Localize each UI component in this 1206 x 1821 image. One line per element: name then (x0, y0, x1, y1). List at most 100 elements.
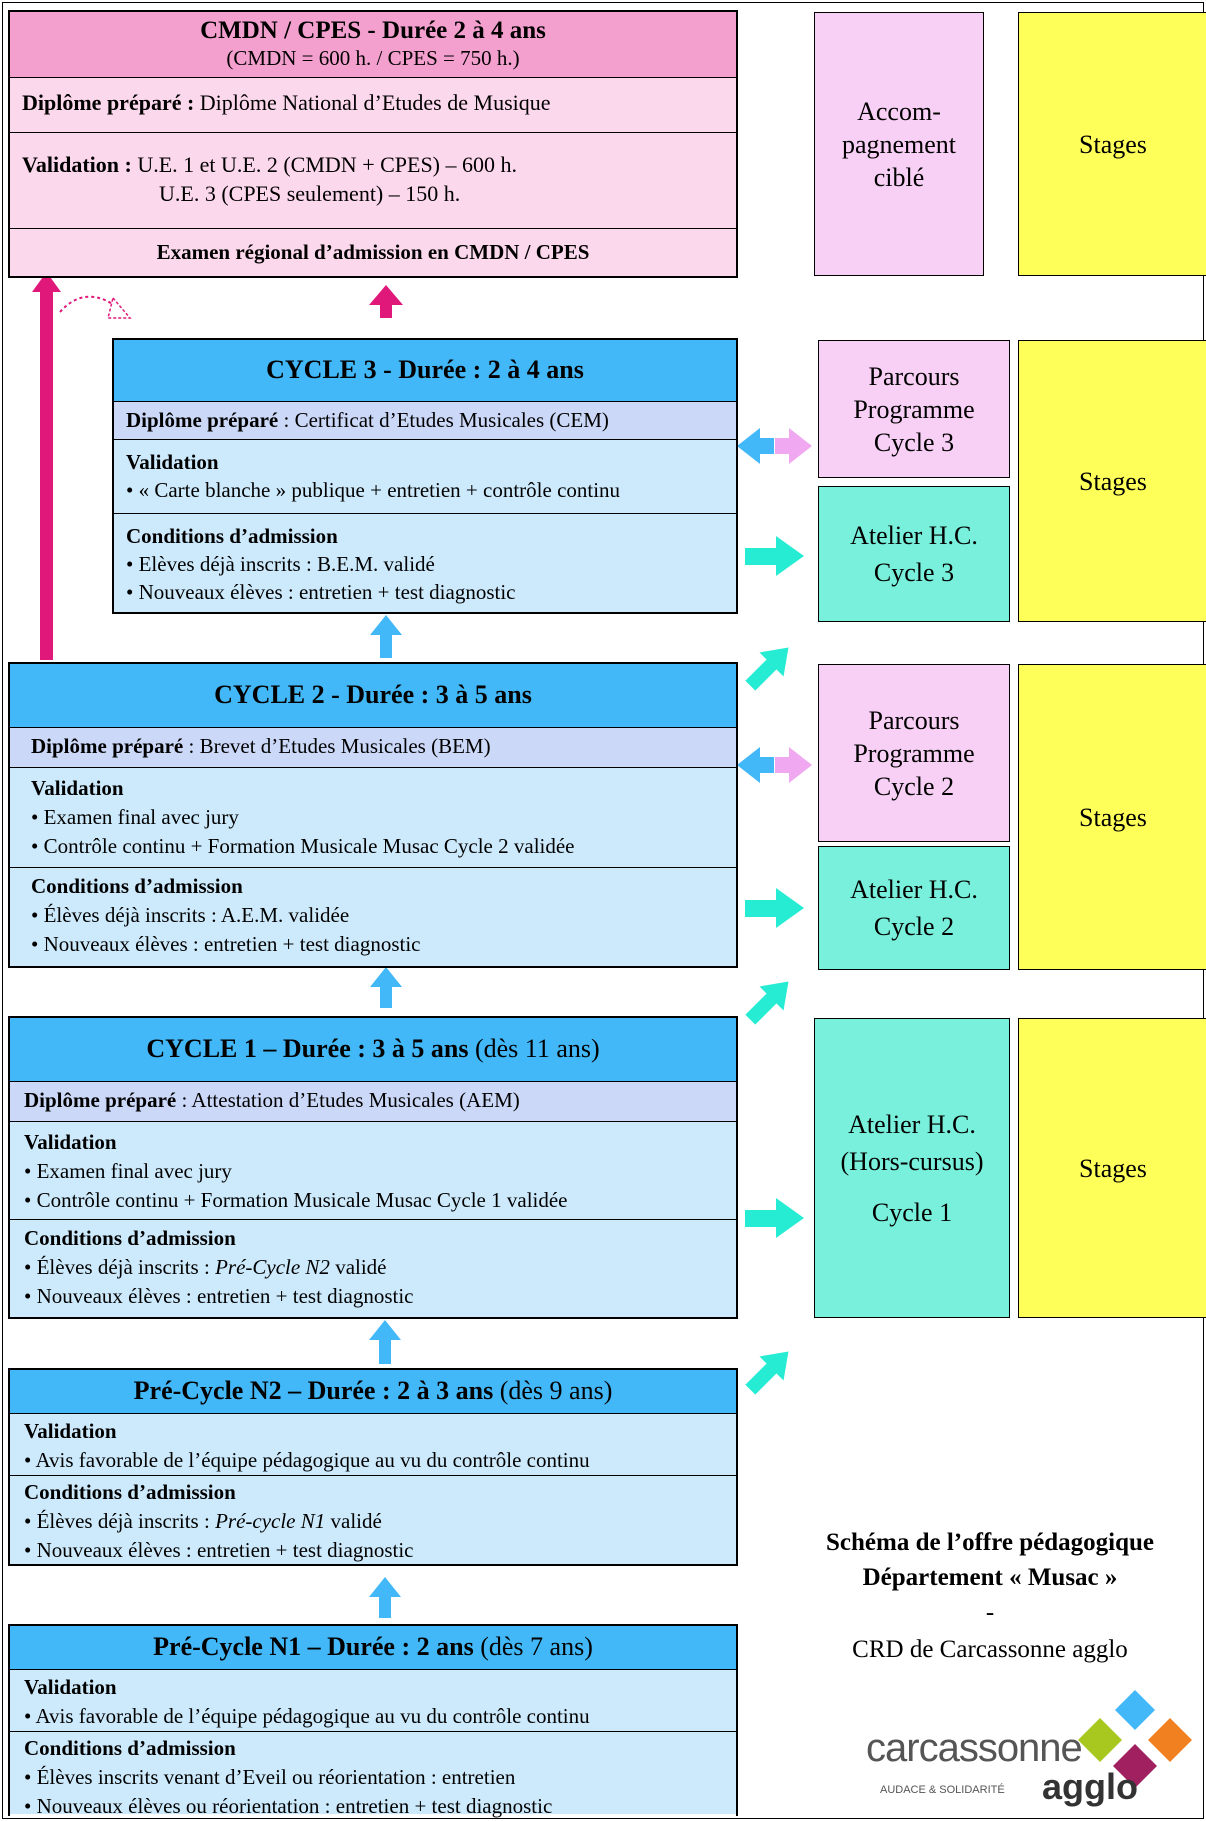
cycle3-diploma-label: Diplôme préparé (126, 408, 279, 432)
accompagnement-line: Accom- (857, 96, 941, 126)
cycle2-admission-label: Conditions d’admission (31, 874, 243, 898)
cycle1-diploma-value: : Attestation d’Etudes Musicales (AEM) (176, 1088, 520, 1112)
cmdn-diploma-value: Diplôme National d’Etudes de Musique (199, 90, 551, 115)
cmdn-header: CMDN / CPES - Durée 2 à 4 ans (CMDN = 60… (10, 12, 736, 78)
pink-arrow-head (32, 272, 61, 292)
cmdn-subtitle: (CMDN = 600 h. / CPES = 750 h.) (226, 46, 520, 70)
cycle1-validation-item: • Contrôle continu + Formation Musicale … (24, 1188, 568, 1212)
cycle2-title: CYCLE 2 - Durée : 3 à 5 ans (214, 680, 532, 709)
carcassonne-agglo-logo: carcassonne AUDACE & SOLIDARITÉ agglo (860, 1688, 1200, 1818)
cycle3-title: CYCLE 3 - Durée : 2 à 4 ans (266, 355, 584, 384)
cycle2-header: CYCLE 2 - Durée : 3 à 5 ans (10, 664, 736, 728)
parcours-line: Programme (853, 394, 975, 424)
parcours-line: Programme (853, 738, 975, 768)
parcours-line: Cycle 3 (873, 427, 955, 457)
double-arrow-cycle2 (737, 747, 812, 783)
cmdn-box: CMDN / CPES - Durée 2 à 4 ans (CMDN = 60… (8, 10, 738, 278)
cmdn-diploma-row: Diplôme préparé : Diplôme National d’Etu… (10, 78, 736, 133)
caption-line2: Département « Musac » (862, 1564, 1118, 1591)
logo-word-agglo: agglo (1042, 1766, 1138, 1807)
cycle3-diploma-row: Diplôme préparé : Certificat d’Etudes Mu… (114, 402, 736, 440)
dotted-curve-arrowhead (107, 296, 132, 319)
cycle1-admission-prefix: • Élèves déjà inscrits : (24, 1255, 216, 1279)
atelier-line: Cycle 2 (873, 912, 955, 941)
cycle3-diploma-value: : Certificat d’Etudes Musicales (CEM) (278, 408, 609, 432)
cmdn-validation-line1: U.E. 1 et U.E. 2 (CMDN + CPES) – 600 h. (137, 152, 518, 177)
stages-box-4: Stages (1018, 1018, 1206, 1318)
cycle1-admission-item: • Élèves déjà inscrits : Pré-Cycle N2 va… (24, 1253, 736, 1282)
atelier-line: Atelier H.C. (848, 1109, 976, 1139)
caption-line3: CRD de Carcassonne agglo (852, 1636, 1128, 1663)
precycle-n2-admission-label: Conditions d’admission (24, 1480, 236, 1504)
stages-box-3: Stages (1018, 664, 1206, 970)
teal-right-arrow-cycle1 (745, 1198, 804, 1238)
logo-word-carcassonne: carcassonne (866, 1726, 1083, 1770)
cmdn-validation-line2: U.E. 3 (CPES seulement) – 150 h. (159, 181, 461, 206)
cycle3-validation-item: • « Carte blanche » publique + entretien… (126, 478, 621, 502)
cycle1-admission-label: Conditions d’admission (24, 1226, 236, 1250)
cycle1-admission-row: Conditions d’admission • Élèves déjà ins… (10, 1220, 736, 1317)
cycle3-box: CYCLE 3 - Durée : 2 à 4 ans Diplôme prép… (112, 338, 738, 614)
cmdn-diploma-label: Diplôme préparé : (22, 90, 195, 115)
precycle-n1-validation-row: Validation • Avis favorable de l’équipe … (10, 1670, 736, 1732)
cycle1-diploma-label: Diplôme préparé (24, 1088, 177, 1112)
cycle1-title: CYCLE 1 – Durée : 3 à 5 ans (146, 1034, 469, 1063)
cycle1-diploma-row: Diplôme préparé : Attestation d’Etudes M… (10, 1082, 736, 1122)
precycle-n1-age: (dès 7 ans) (473, 1632, 593, 1661)
cmdn-validation-label: Validation : (22, 152, 132, 177)
pink-up-arrowhead (369, 285, 403, 305)
precycle-n2-header: Pré-Cycle N2 – Durée : 2 à 3 ans (dès 9 … (10, 1370, 736, 1414)
precycle-n1-validation-item: • Avis favorable de l’équipe pédagogique… (24, 1704, 590, 1728)
precycle-n2-admission-item: • Nouveaux élèves : entretien + test dia… (24, 1538, 414, 1562)
atelier-cycle2-box: Atelier H.C.Cycle 2 (818, 846, 1010, 970)
cycle1-validation-label: Validation (24, 1130, 117, 1154)
precycle-n1-admission-item: • Nouveaux élèves ou réorientation : ent… (24, 1794, 553, 1818)
cycle1-validation-item: • Examen final avec jury (24, 1159, 232, 1183)
teal-diagonal-arrow-3 (745, 1351, 789, 1395)
stages-box-1: Stages (1018, 12, 1206, 276)
pink-arrow-shaft (40, 290, 53, 660)
dotted-curve-arrow (59, 295, 119, 313)
cycle1-header: CYCLE 1 – Durée : 3 à 5 ans (dès 11 ans) (10, 1018, 736, 1082)
cycle2-diploma-row: Diplôme préparé : Brevet d’Etudes Musica… (10, 728, 736, 768)
precycle-n1-admission-item: • Élèves inscrits venant d’Eveil ou réor… (24, 1765, 516, 1789)
stages-label: Stages (1079, 1153, 1147, 1183)
caption-dash: - (985, 1599, 995, 1626)
cycle3-header: CYCLE 3 - Durée : 2 à 4 ans (114, 340, 736, 402)
teal-right-arrow-cycle3 (745, 536, 804, 576)
blue-up-arrow-1 (370, 615, 402, 635)
cycle2-admission-row: Conditions d’admission • Élèves déjà ins… (10, 868, 736, 966)
cycle2-box: CYCLE 2 - Durée : 3 à 5 ans Diplôme prép… (8, 662, 738, 968)
cycle2-diploma-value: : Brevet d’Etudes Musicales (BEM) (183, 734, 491, 758)
cycle1-admission-item: • Nouveaux élèves : entretien + test dia… (24, 1284, 414, 1308)
cycle3-admission-label: Conditions d’admission (126, 524, 338, 548)
cmdn-validation-row: Validation : U.E. 1 et U.E. 2 (CMDN + CP… (10, 133, 736, 229)
double-arrow-cycle3 (737, 428, 812, 464)
cmdn-exam-row: Examen régional d’admission en CMDN / CP… (10, 229, 736, 276)
cmdn-exam: Examen régional d’admission en CMDN / CP… (156, 240, 590, 264)
atelier-cycle3-box: Atelier H.C.Cycle 3 (818, 486, 1010, 622)
cmdn-title: CMDN / CPES - Durée 2 à 4 ans (200, 17, 546, 44)
cycle2-validation-item: • Examen final avec jury (31, 805, 239, 829)
parcours-line: Parcours (868, 705, 960, 735)
precycle-n2-box: Pré-Cycle N2 – Durée : 2 à 3 ans (dès 9 … (8, 1368, 738, 1566)
blue-up-arrow-2 (370, 967, 402, 987)
precycle-n1-admission-row: Conditions d’admission • Élèves inscrits… (10, 1732, 736, 1818)
precycle-n2-admission-italic: Pré-cycle N1 (215, 1509, 326, 1533)
precycle-n2-admission-suffix: validé (325, 1509, 382, 1533)
caption-line1: Schéma de l’offre pédagogique (826, 1529, 1154, 1556)
parcours-line: Cycle 2 (873, 771, 955, 801)
cycle1-admission-suffix: validé (329, 1255, 387, 1279)
blue-up-arrow-3 (369, 1320, 401, 1340)
cycle1-validation-row: Validation • Examen final avec jury • Co… (10, 1122, 736, 1220)
precycle-n2-validation-item: • Avis favorable de l’équipe pédagogique… (24, 1448, 590, 1472)
cycle3-validation-row: Validation • « Carte blanche » publique … (114, 440, 736, 514)
precycle-n1-admission-label: Conditions d’admission (24, 1736, 236, 1760)
cycle1-age: (dès 11 ans) (468, 1034, 600, 1063)
precycle-n1-header: Pré-Cycle N1 – Durée : 2 ans (dès 7 ans) (10, 1626, 736, 1670)
cycle1-admission-italic: Pré-Cycle N2 (215, 1255, 330, 1279)
atelier-line: Cycle 3 (873, 558, 955, 587)
